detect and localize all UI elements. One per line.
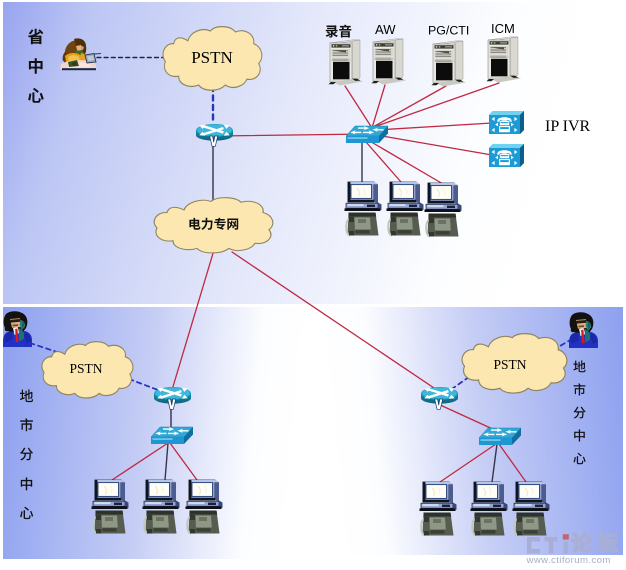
svg-text:ICM: ICM [491,21,515,36]
svg-text:PG/CTI: PG/CTI [428,24,469,38]
svg-text:www.ctiforum.com: www.ctiforum.com [526,555,611,565]
svg-text:IP IVR: IP IVR [545,118,591,135]
svg-text:PSTN: PSTN [493,357,526,372]
svg-text:PSTN: PSTN [69,361,102,376]
svg-text:AW: AW [375,22,396,37]
svg-text:PSTN: PSTN [191,48,233,67]
